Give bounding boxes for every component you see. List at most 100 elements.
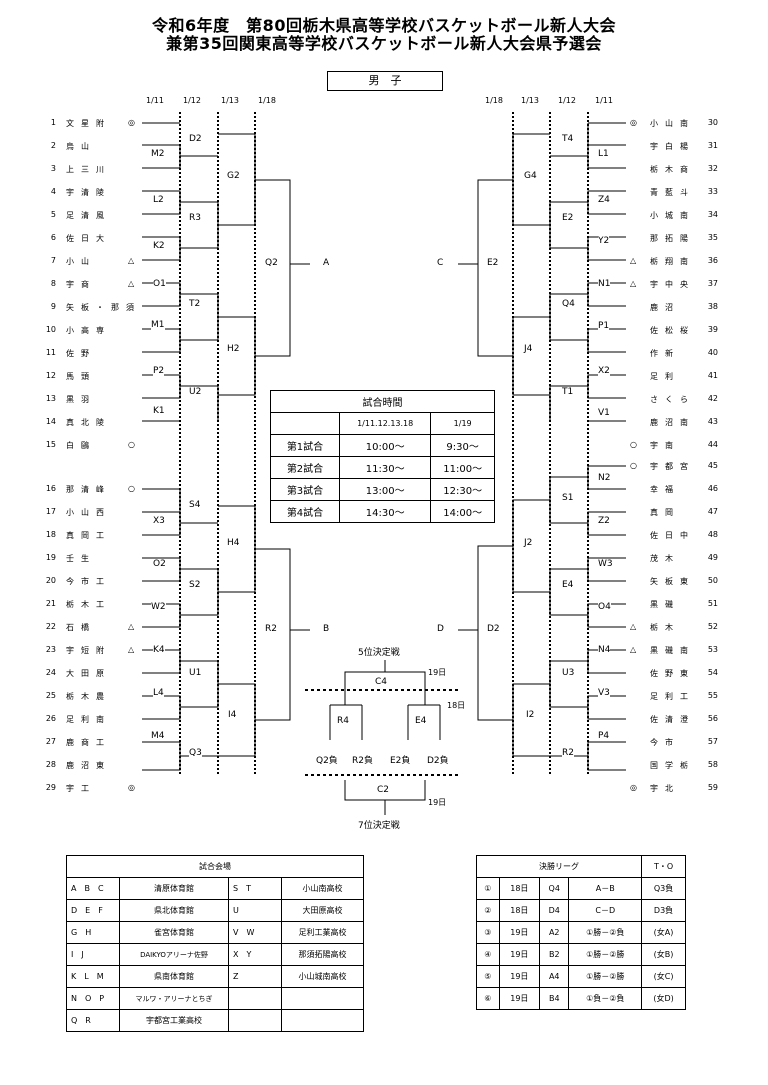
venue-cell: G H [66,921,120,944]
team-number: 18 [45,530,56,539]
sf-label-c: C [437,258,444,268]
code-right-r2: U3 [562,668,575,678]
seed-mark: △ [128,256,135,265]
league-cell: D3負 [641,899,686,922]
league-cell: 19日 [498,965,541,988]
code-left-r2: R3 [189,213,201,223]
team-name: 今市工 [66,577,111,586]
venue-cell: マルワ・アリーナとちぎ [119,987,229,1010]
code-right-r2: E4 [562,580,574,590]
code-left-r1: L2 [153,195,164,205]
team-name: 文星附 [66,119,111,128]
venue-cell: D E F [66,899,120,922]
day-19-b: 19日 [428,798,447,807]
team-name: 鹿沼 [650,303,680,312]
league-cell: 18日 [498,899,541,922]
team-name: 幸福 [650,485,680,494]
team-name: 栃翔南 [650,257,695,266]
team-number: 38 [707,302,718,311]
team-name: 青藍斗 [650,188,695,197]
team-number: 31 [707,141,718,150]
team-number: 27 [45,737,56,746]
seed-mark: △ [630,279,637,288]
code-left-r1: K2 [153,241,165,251]
league-cell: 19日 [498,987,541,1010]
league-cell: D4 [539,899,570,922]
code-left-r1: K1 [153,406,165,416]
team-number: 20 [45,576,56,585]
code-left-r2: S2 [189,580,201,590]
team-name: 黒羽 [66,395,96,404]
league-cell: ①勝－②負 [568,921,643,944]
team-name: 佐日中 [650,531,695,540]
venue-cell [228,1009,282,1032]
league-cell: Q3負 [641,877,686,900]
loser-label: E2負 [390,756,411,766]
seed-mark: ○ [630,461,637,470]
team-name: 那拓陽 [650,234,695,243]
seed-mark: △ [128,279,135,288]
team-name: 足利工 [650,692,695,701]
team-number: 55 [707,691,718,700]
schedule-cell: 9:30～ [430,434,495,457]
code-right-r3: J4 [524,344,533,354]
venue-cell [281,987,364,1010]
team-number: 34 [707,210,718,219]
league-cell: 19日 [498,943,541,966]
team-number: 19 [45,553,56,562]
team-name: 馬頭 [66,372,96,381]
code-r4: R4 [337,716,349,726]
team-number: 47 [707,507,718,516]
code-right-r2: R2 [562,748,574,758]
team-number: 24 [45,668,56,677]
team-name: さくら [650,395,695,404]
code-left-r3: I4 [228,710,237,720]
team-name: 宇工 [66,784,96,793]
code-left-r2: U1 [189,668,202,678]
team-number: 12 [45,371,56,380]
team-name: 小城南 [650,211,695,220]
code-right-r1: N4 [598,645,611,655]
day-18: 18日 [447,701,466,710]
loser-label: Q2負 [316,756,338,766]
code-left-r3: H2 [227,344,240,354]
team-number: 40 [707,348,718,357]
league-to: T・O [641,855,686,878]
division-label: 男 子 [327,71,443,91]
team-number: 53 [707,645,718,654]
code-right-r2: E2 [562,213,574,223]
schedule-cell: 第2試合 [270,456,340,479]
venue-cell: A B C [66,877,120,900]
team-number: 5 [50,210,56,219]
team-name: 那清峰 [66,485,111,494]
date-left-4: 1/18 [258,96,276,105]
team-number: 52 [707,622,718,631]
day-19-a: 19日 [428,668,447,677]
schedule-cell: 13:00～ [338,478,432,501]
team-number: 44 [707,440,718,449]
team-name: 作新 [650,349,680,358]
code-right-r3: J2 [524,538,533,548]
venue-cell: I J [66,943,120,966]
venue-cell: 雀宮体育館 [119,921,229,944]
team-number: 1 [50,118,56,127]
code-right-r1: Y2 [598,236,610,246]
team-number: 4 [50,187,56,196]
code-right-r1: Z4 [598,195,610,205]
team-number: 58 [707,760,718,769]
venue-cell: N O P [66,987,120,1010]
code-right-r2: T4 [562,134,574,144]
schedule-col1: 1/11.12.13.18 [338,412,432,435]
team-name: 鹿商工 [66,738,111,747]
team-name: 上三川 [66,165,111,174]
page-subtitle: 兼第35回関東高等学校バスケットボール新人大会県予選会 [166,34,602,53]
team-number: 21 [45,599,56,608]
venue-cell: K L M [66,965,120,988]
code-left-r1: O1 [153,279,166,289]
team-number: 57 [707,737,718,746]
code-right-r1: Z2 [598,516,610,526]
